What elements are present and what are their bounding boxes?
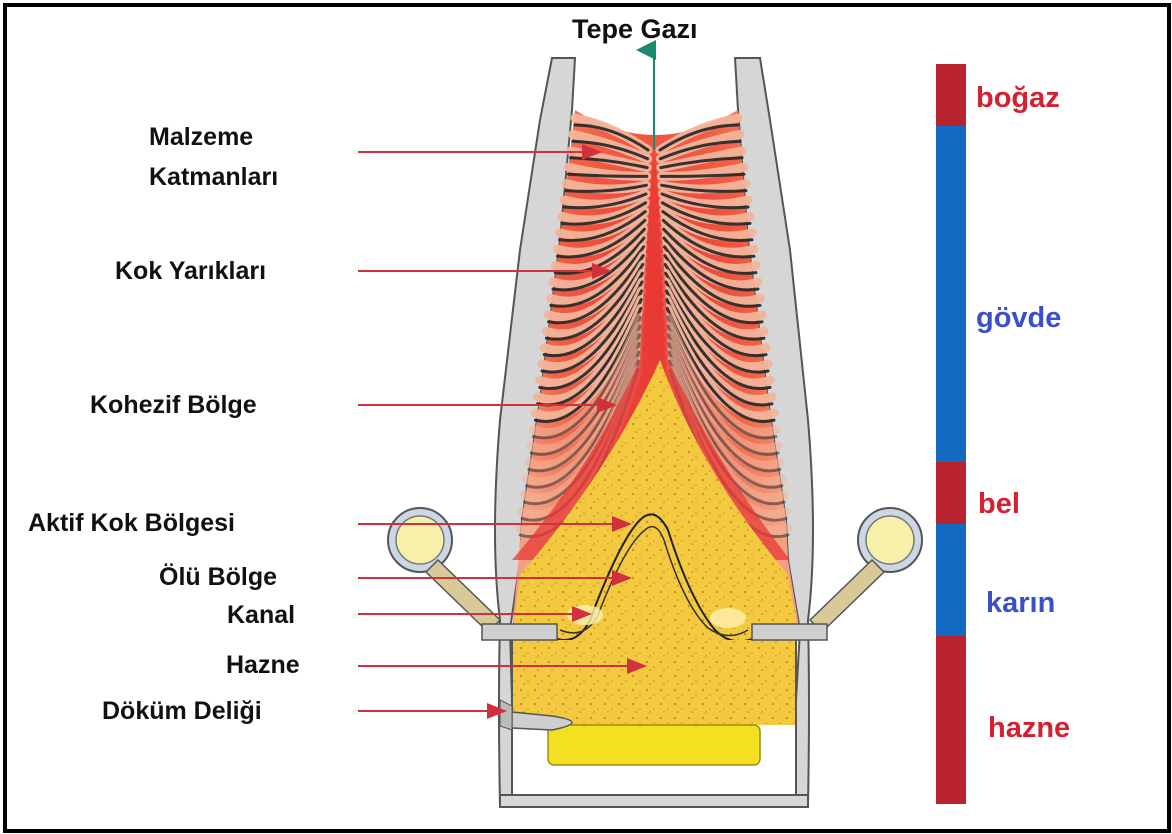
label-hearth: Hazne [226,650,300,681]
hearth-hot-metal [548,725,760,765]
zone-label-bel: bel [978,488,1020,521]
label-cohesive-zone: Kohezif Bölge [90,390,257,421]
zone-bar-hazne [936,636,966,804]
top-gas-label: Tepe Gazı [572,14,698,45]
zone-label-karin: karın [986,587,1055,620]
label-layers-line2: Katmanları [149,162,278,193]
zone-bar-bel [936,462,966,524]
label-coke-slits: Kok Yarıkları [115,256,266,287]
hearth-liquid-slag [513,640,795,725]
label-active-coke: Aktif Kok Bölgesi [28,508,235,539]
zone-bar-govde [936,126,966,462]
zone-bar [936,64,966,804]
furnace-base [500,795,808,807]
label-layers-line1: Malzeme [149,122,253,153]
label-dead-zone: Ölü Bölge [159,562,277,593]
zone-label-govde: gövde [976,302,1061,335]
label-raceway: Kanal [227,600,295,631]
raceway-right [710,608,746,628]
zone-bar-bogaz [936,64,966,126]
zone-label-hazne: hazne [988,712,1070,745]
zone-bar-karin [936,524,966,636]
zone-label-bogaz: boğaz [976,82,1060,115]
label-taphole: Döküm Deliği [102,696,262,727]
